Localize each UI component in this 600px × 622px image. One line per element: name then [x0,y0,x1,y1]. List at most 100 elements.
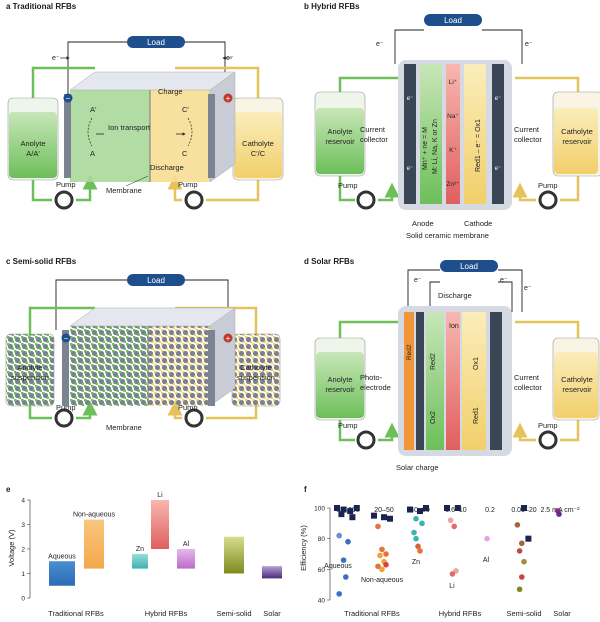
ox2-label: Ox2 [430,411,437,424]
membrane-label: Membrane [106,186,142,195]
pump-label-right: Pump [538,421,558,430]
efficiency-point [484,535,490,542]
voltage-bar-label: Non-aqueous [73,512,116,519]
efficiency-tick-label: 80 [318,536,326,543]
voltage-bar [84,519,104,569]
load-label: Load [460,262,478,271]
electron-label-3: e⁻ [524,285,532,292]
voltage-tick-label: 2 [21,547,25,554]
efficiency-point [417,508,423,515]
electron-label-1: e⁻ [414,277,422,284]
efficiency-point [519,540,525,547]
efficiency-tick-label: 100 [314,506,325,513]
electron-label-right: e⁻ [525,41,533,48]
anode-metals: M: Li, Na, K or Zn [432,119,439,174]
panel-b-title: b Hybrid RFBs [304,2,360,11]
voltage-chart: 01234AqueousNon-aqueousZnLiAlTraditional… [21,492,282,618]
anolyte-pipe-top [31,66,95,98]
voltage-bar [224,536,244,574]
collector-label-left: collector [360,135,388,144]
solar-charge-label: Solar charge [396,463,439,472]
pump-right [538,190,558,210]
anolyte-sub: reservoir [325,385,355,394]
efficiency-axis-label: Efficiency (%) [299,525,308,571]
electron-label-left: e⁻ [376,41,384,48]
svg-text:+: + [226,334,231,343]
voltage-category-label: Semi-solid [216,609,251,618]
efficiency-category-label: Hybrid RFBs [439,609,482,618]
ion-li: Li⁺ [449,79,458,86]
efficiency-point [383,551,389,557]
efficiency-point [413,535,419,542]
a-prime-label: A′ [90,105,97,114]
pump-left [54,408,74,428]
voltage-tick-label: 0 [21,596,25,603]
efficiency-tick-label: 40 [318,598,326,605]
catholyte-label: Catholyte [240,363,272,372]
collector-label-right: collector [514,135,542,144]
voltage-bar [132,553,148,569]
efficiency-point [447,517,454,524]
efficiency-point [375,563,381,570]
panel-d-title: d Solar RFBs [304,257,355,266]
efficiency-category-label: Traditional RFBs [344,609,400,618]
efficiency-tick-label: 60 [318,567,326,574]
load-label: Load [147,38,165,47]
voltage-axis-label: Voltage (V) [7,529,16,567]
cathode-label: Cathode [464,219,492,228]
efficiency-category-label: Semi-solid [506,609,541,618]
voltage-tick-label: 1 [21,571,25,578]
electron-label-left: e⁻ [52,55,60,62]
ion-k: K⁺ [449,147,457,154]
negative-terminal [61,333,71,343]
pump-left [54,190,74,210]
efficiency-point [419,520,425,527]
voltage-bar [151,500,169,549]
efficiency-point [353,505,360,511]
panel-a: Load e⁻ e⁻ Anolyte A/A′ Catholyte C′/C −… [7,36,284,210]
efficiency-point [521,505,527,511]
voltage-tick-label: 3 [21,522,25,529]
discharge-label: Discharge [150,163,184,172]
membrane-label: Membrane [106,423,142,432]
efficiency-annotation: Non-aqueous [361,577,404,584]
efficiency-point [345,538,351,545]
load-box [424,14,482,26]
anolyte-label: Anolyte [20,139,45,148]
anolyte-label: Anolyte [17,363,42,372]
efficiency-group-label: 20–50 [374,507,394,514]
efficiency-point [383,561,389,568]
positive-terminal [223,333,233,343]
ion-label: Ion [449,323,459,330]
voltage-bar-label: Al [183,541,190,548]
efficiency-point [415,543,421,550]
anolyte-sub: reservoir [325,137,355,146]
catholyte-sub: C′/C [251,149,266,158]
efficiency-point [525,535,532,542]
electron-label-2: e⁻ [500,277,508,284]
catholyte-label: Catholyte [561,375,593,384]
efficiency-point [407,506,413,513]
efficiency-point [444,505,450,511]
catholyte-sub: suspension [237,373,275,382]
efficiency-point [423,505,429,511]
c-label: C [182,149,188,158]
efficiency-point [347,508,354,515]
pump-label-left: Pump [338,181,358,190]
efficiency-chart: 40608010050–20020–5040–800.6–100.20.05–2… [314,505,580,618]
efficiency-annotation: Zn [412,559,420,566]
svg-text:e⁻: e⁻ [407,166,414,172]
anode-suspension [70,326,148,406]
efficiency-point [377,552,383,559]
anode-label: Anode [412,219,434,228]
pump-label-right: Pump [178,180,198,189]
pump-right [184,408,204,428]
pump-label-right: Pump [538,181,558,190]
efficiency-annotation: Li [449,583,455,590]
photoelectrode [404,312,414,450]
discharge-label: Discharge [438,291,472,300]
electrode-label: electrode [360,383,391,392]
catholyte-label: Catholyte [242,139,274,148]
voltage-bar-label: Aqueous [48,553,76,560]
efficiency-point [413,515,419,522]
